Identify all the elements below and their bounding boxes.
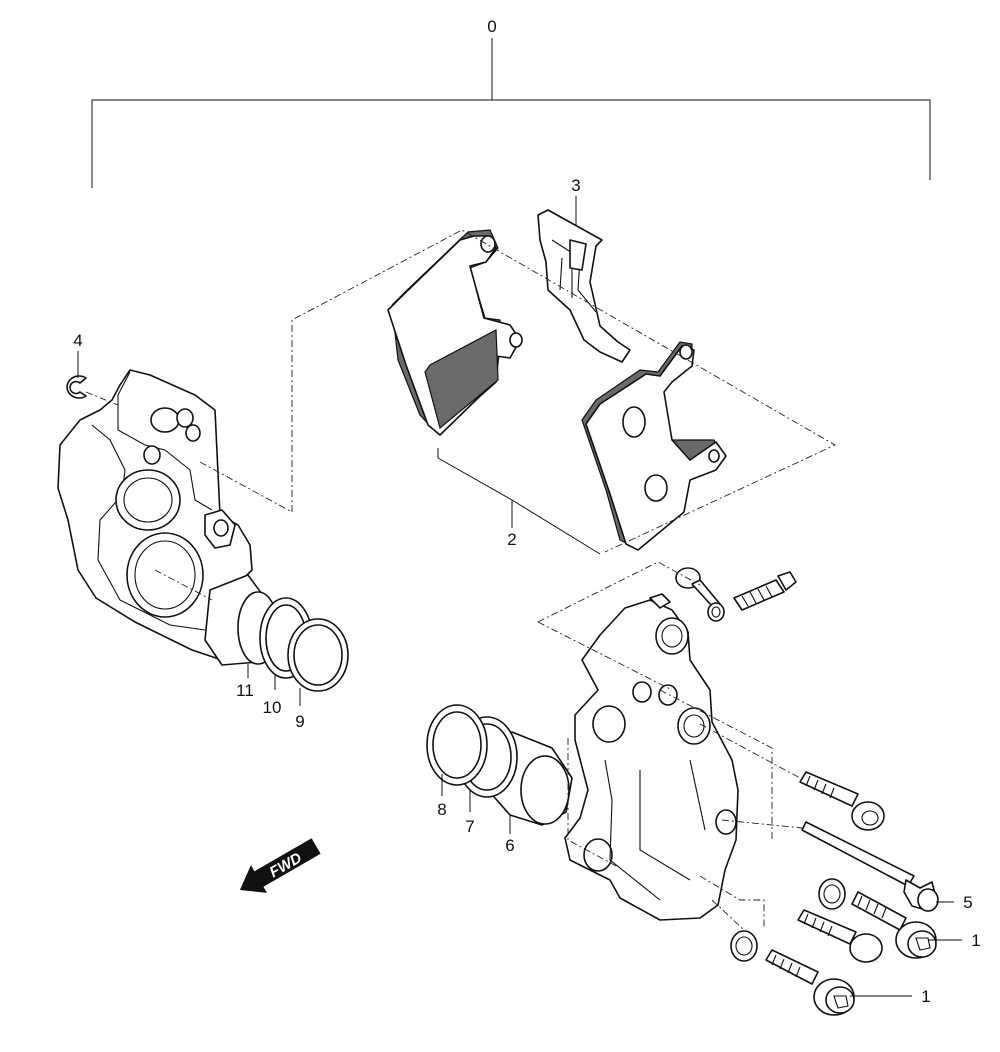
callout-3: 3 — [571, 176, 580, 195]
callout-4: 4 — [73, 331, 82, 350]
callout-8: 8 — [437, 800, 446, 819]
callout-5: 5 — [963, 893, 972, 912]
assembly-bracket — [91, 38, 931, 188]
callout-1-lower: 1 — [921, 987, 930, 1006]
caliper-body-right — [564, 593, 739, 921]
forward-direction-arrow: FWD — [239, 838, 321, 893]
bleed-screw — [733, 571, 797, 611]
callout-11: 11 — [236, 681, 254, 700]
caliper-body-left — [57, 369, 253, 661]
callout-9: 9 — [295, 712, 304, 731]
washer-lower — [730, 930, 758, 962]
callout-6: 6 — [505, 836, 514, 855]
callout-2: 2 — [507, 530, 516, 549]
dust-seal-part-8 — [426, 704, 488, 786]
caliper-bolt-middle — [797, 909, 883, 963]
pad-spring-part-3 — [537, 209, 631, 363]
caliper-bolt-lower-part-1 — [765, 949, 855, 1016]
dust-seal-part-9 — [287, 618, 349, 692]
brake-pad-front-part-2 — [387, 229, 523, 436]
callout-1-upper: 1 — [971, 931, 980, 950]
pad-pin-part-5 — [801, 821, 939, 912]
leader-lines — [77, 196, 962, 997]
callout-labels: 0 3 4 2 11 10 9 8 7 6 5 1 1 — [73, 17, 980, 1006]
callout-0: 0 — [487, 17, 496, 36]
washer-upper — [818, 878, 846, 910]
bleed-cap — [675, 567, 725, 622]
callout-7: 7 — [465, 817, 474, 836]
bracket-part-2 — [437, 448, 601, 555]
callout-10: 10 — [263, 698, 282, 717]
caliper-bolt-top — [799, 771, 885, 831]
brake-pad-rear-part-2 — [581, 341, 727, 551]
alignment-lines — [85, 229, 836, 931]
caliper-bolt-upper-part-1 — [851, 891, 937, 959]
e-clip-part-4 — [66, 375, 87, 399]
